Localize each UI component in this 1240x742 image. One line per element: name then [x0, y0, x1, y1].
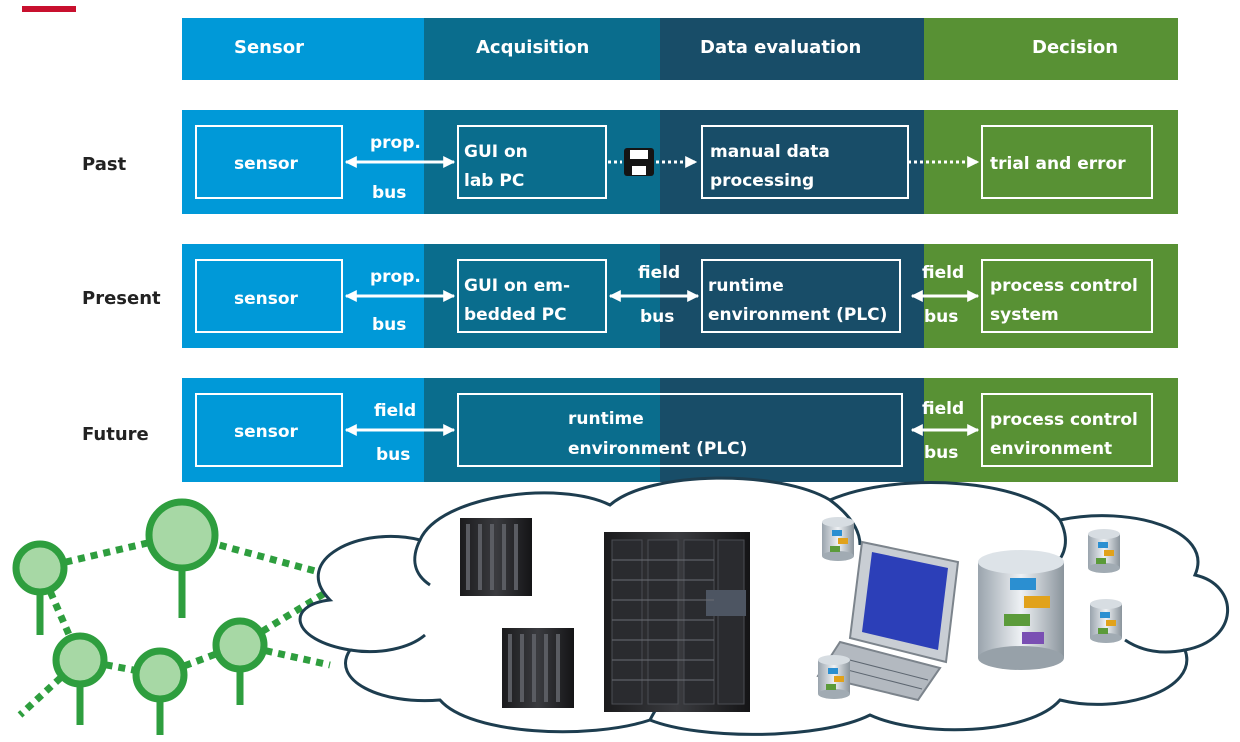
future-decision-box — [981, 393, 1153, 467]
database-small-4 — [818, 655, 850, 699]
header-decision-label: Decision — [1032, 37, 1118, 58]
present-link1-top: prop. — [370, 267, 421, 287]
present-link3-top: field — [922, 263, 964, 283]
row-label-past: Past — [82, 154, 127, 175]
future-sensor-text: sensor — [234, 422, 299, 442]
sensor-node-3 — [52, 632, 108, 725]
cloud-icon — [298, 476, 1230, 736]
server-rack-small-bottom — [502, 628, 574, 708]
server-rack-icon — [460, 518, 750, 712]
sensor-node-4 — [132, 647, 188, 735]
server-rack-small-top — [460, 518, 532, 596]
present-link2-top: field — [638, 263, 680, 283]
header-row: Sensor Acquisition Data evaluation Decis… — [182, 18, 1178, 80]
present-decision-line2: system — [990, 305, 1059, 325]
future-link3-bottom: bus — [924, 443, 958, 463]
future-runtime-line2: environment (PLC) — [568, 439, 747, 459]
row-label-present: Present — [82, 288, 161, 309]
accent-bar — [22, 6, 76, 12]
sensor-node-5 — [212, 617, 268, 705]
present-link3-bottom: bus — [924, 307, 958, 327]
header-evaluation-label: Data evaluation — [700, 37, 861, 58]
future-runtime-line1: runtime — [568, 409, 644, 429]
present-eval-line1: runtime — [708, 276, 784, 296]
past-eval-line2: processing — [710, 171, 814, 191]
future-decision-line2: environment — [990, 439, 1112, 459]
past-sensor-text: sensor — [234, 154, 299, 174]
future-sensor-box — [195, 393, 343, 467]
past-eval-line1: manual data — [710, 142, 830, 162]
past-link1-top: prop. — [370, 133, 421, 153]
row-future: Future sensor field bus runtime environm… — [82, 378, 1178, 482]
present-link2-bottom: bus — [640, 307, 674, 327]
header-sensor-band — [182, 18, 424, 80]
sensor-node-2 — [145, 498, 219, 618]
header-acquisition-band — [424, 18, 660, 80]
future-link1-top: field — [374, 401, 416, 421]
row-present: Present sensor prop. bus GUI on em- bedd… — [82, 244, 1178, 348]
header-acquisition-label: Acquisition — [476, 37, 589, 58]
database-icon — [818, 517, 1122, 699]
server-rack-large — [604, 532, 750, 712]
computer-terminal-icon — [816, 540, 960, 702]
present-sensor-box — [195, 259, 343, 333]
header-sensor-label: Sensor — [234, 37, 304, 58]
future-decision-line1: process control — [990, 410, 1138, 430]
present-decision-line1: process control — [990, 276, 1138, 296]
future-link3-top: field — [922, 399, 964, 419]
database-small-2 — [1088, 529, 1120, 573]
database-large — [978, 550, 1064, 670]
future-runtime-box — [457, 393, 903, 467]
past-acq-line1: GUI on — [464, 142, 528, 162]
past-acq-line2: lab PC — [464, 171, 524, 191]
past-sensor-box — [195, 125, 343, 199]
present-link1-bottom: bus — [372, 315, 406, 335]
present-acq-line2: bedded PC — [464, 305, 567, 325]
row-past: Past sensor prop. bus GUI on lab PC manu… — [82, 110, 1178, 214]
present-sensor-text: sensor — [234, 289, 299, 309]
header-evaluation-band — [660, 18, 924, 80]
present-eval-box — [701, 259, 901, 333]
present-acq-line1: GUI on em- — [464, 276, 570, 296]
future-link1-bottom: bus — [376, 445, 410, 465]
past-decision-text: trial and error — [990, 154, 1126, 174]
sensor-network-icon — [12, 498, 332, 735]
past-acq-box — [457, 125, 607, 199]
database-small-1 — [822, 517, 854, 561]
past-link1-bottom: bus — [372, 183, 406, 203]
database-small-3 — [1090, 599, 1122, 643]
floppy-disk-icon — [624, 148, 654, 176]
present-acq-box — [457, 259, 607, 333]
present-decision-box — [981, 259, 1153, 333]
past-decision-box — [981, 125, 1153, 199]
present-eval-line2: environment (PLC) — [708, 305, 887, 325]
row-label-future: Future — [82, 424, 149, 445]
sensor-node-1 — [12, 540, 68, 635]
header-decision-band — [924, 18, 1178, 80]
